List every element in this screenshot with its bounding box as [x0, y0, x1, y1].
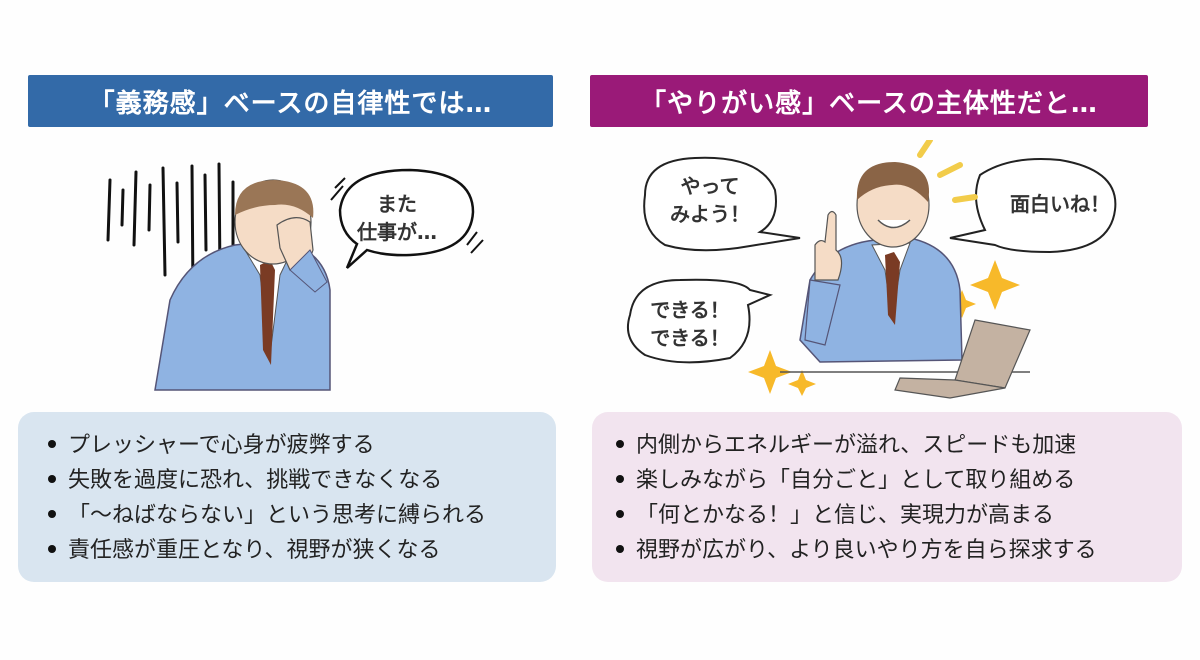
bullet-icon: [48, 545, 56, 553]
point-text: プレッシャーで心身が疲弊する: [68, 433, 375, 458]
point-text: 「～ねばならない」という思考に縛られる: [68, 503, 487, 528]
list-item: 失敗を過度に恐れ、挑戦できなくなる: [18, 463, 556, 498]
list-item: 責任感が重圧となり、視野が狭くなる: [18, 533, 556, 568]
point-text: 楽しみながら「自分ごと」として取り組める: [636, 468, 1076, 493]
sigh-line-1: また: [377, 192, 417, 216]
can-do-line-2: できる！: [650, 326, 730, 350]
point-text: 失敗を過度に恐れ、挑戦できなくなる: [68, 468, 443, 493]
enthusiastic-man-illustration: [626, 140, 1117, 399]
bullet-icon: [48, 475, 56, 483]
speech-bubble-lets-try: [643, 156, 801, 252]
sigh-bubble-text: また 仕事が…: [352, 190, 442, 246]
bullet-icon: [616, 545, 624, 553]
bullet-icon: [616, 475, 624, 483]
speech-bubble-sigh: [330, 168, 484, 269]
lets-try-bubble-text: やって みよう！: [665, 172, 755, 228]
sparkle-icons: [748, 260, 1020, 396]
obligation-header: 「義務感」ベースの自律性では…: [28, 75, 553, 127]
bullet-icon: [616, 440, 624, 448]
interesting-bubble-text: 面白いね！: [1000, 190, 1120, 218]
obligation-points-box: プレッシャーで心身が疲弊する 失敗を過度に恐れ、挑戦できなくなる 「～ねばならな…: [18, 412, 556, 582]
point-text: 視野が広がり、より良いやり方を自ら探求する: [636, 538, 1097, 563]
bullet-icon: [616, 510, 624, 518]
bullet-icon: [48, 440, 56, 448]
list-item: 内側からエネルギーが溢れ、スピードも加速: [592, 428, 1182, 463]
interesting-line-1: 面白いね！: [1010, 192, 1110, 216]
speech-bubble-interesting: [949, 158, 1117, 254]
point-text: 内側からエネルギーが溢れ、スピードも加速: [636, 433, 1077, 458]
sigh-line-2: 仕事が…: [357, 220, 437, 244]
motivation-header: 「やりがい感」ベースの主体性だと…: [590, 75, 1148, 127]
motivation-points-list: 内側からエネルギーが溢れ、スピードも加速 楽しみながら「自分ごと」として取り組め…: [592, 428, 1182, 568]
spark-rays-icon: [917, 140, 978, 203]
lets-try-line-1: やって: [680, 174, 740, 198]
list-item: プレッシャーで心身が疲弊する: [18, 428, 556, 463]
stressed-man-illustration: [106, 162, 484, 391]
list-item: 「～ねばならない」という思考に縛られる: [18, 498, 556, 533]
speech-bubble-can-do: [626, 278, 774, 364]
obligation-points-list: プレッシャーで心身が疲弊する 失敗を過度に恐れ、挑戦できなくなる 「～ねばならな…: [18, 428, 556, 568]
list-item: 楽しみながら「自分ごと」として取り組める: [592, 463, 1182, 498]
list-item: 「何とかなる！」と信じ、実現力が高まる: [592, 498, 1182, 533]
motivation-points-box: 内側からエネルギーが溢れ、スピードも加速 楽しみながら「自分ごと」として取り組め…: [592, 412, 1182, 582]
lets-try-line-2: みよう！: [670, 202, 750, 226]
point-text: 「何とかなる！」と信じ、実現力が高まる: [636, 503, 1055, 528]
list-item: 視野が広がり、より良いやり方を自ら探求する: [592, 533, 1182, 568]
can-do-line-1: できる！: [650, 298, 730, 322]
point-text: 責任感が重圧となり、視野が狭くなる: [68, 538, 441, 563]
can-do-bubble-text: できる！ できる！: [640, 296, 740, 352]
bullet-icon: [48, 510, 56, 518]
